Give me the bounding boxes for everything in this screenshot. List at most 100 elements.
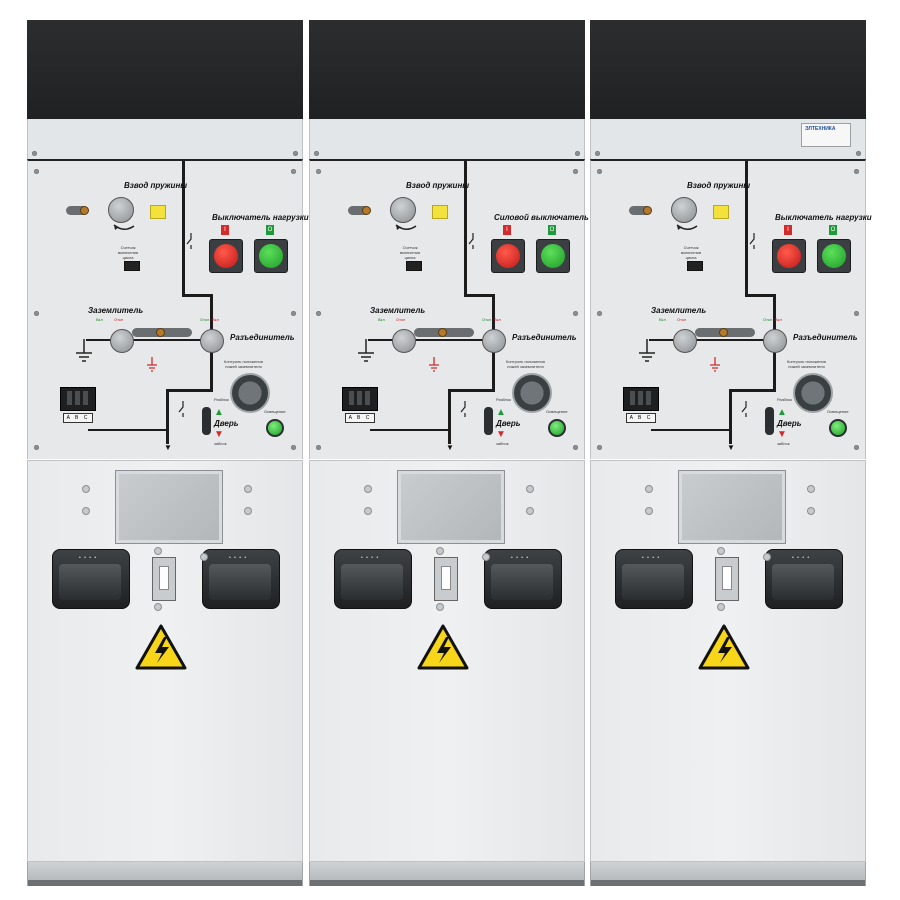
terminal-block — [342, 387, 378, 411]
spring-indicator — [432, 205, 448, 219]
left-door-handle[interactable]: • • • • — [615, 549, 693, 609]
door-unlock-label: Разблок — [214, 397, 229, 402]
inspection-window — [679, 471, 785, 543]
spring-charge-knob[interactable] — [108, 197, 134, 223]
nameplate: ЭЛТЕХНИКА — [801, 123, 851, 147]
door-lock-label: заблок — [496, 441, 509, 446]
light-button[interactable] — [266, 419, 284, 437]
spring-label: Взвод пружины — [406, 181, 470, 190]
high-voltage-warning-icon — [135, 624, 187, 670]
ground-symbol-icon — [76, 339, 92, 362]
terminal-block — [623, 387, 659, 411]
high-voltage-warning-icon — [417, 624, 469, 670]
on-tag: I — [503, 225, 511, 235]
left-door-handle[interactable]: • • • • — [52, 549, 130, 609]
knife-position-knob[interactable] — [793, 373, 833, 413]
upper-panel — [309, 119, 585, 159]
breaker-symbol-icon — [460, 401, 466, 417]
open-button[interactable] — [254, 239, 288, 273]
earth-switch-knob[interactable] — [673, 329, 697, 353]
upper-panel — [27, 119, 303, 159]
switch-label: Выключатель нагрузки — [212, 213, 309, 222]
right-door-handle[interactable]: • • • • — [484, 549, 562, 609]
disconnector-label: Разъединитель — [230, 333, 295, 342]
down-arrow-icon: ▼ — [496, 429, 506, 440]
light-button[interactable] — [829, 419, 847, 437]
earth-label: Заземлитель — [88, 306, 144, 315]
off-tag: O — [829, 225, 837, 235]
open-button[interactable] — [536, 239, 570, 273]
earth-switch-knob[interactable] — [392, 329, 416, 353]
terminal-block — [60, 387, 96, 411]
earth-indicator-icon — [147, 357, 157, 372]
earth-indicator-icon — [429, 357, 439, 372]
light-label: Освещение — [827, 409, 849, 414]
door-indicator — [765, 407, 774, 435]
disconnector-knob[interactable] — [200, 329, 224, 353]
cycle-counter — [406, 261, 422, 271]
top-cover — [590, 20, 866, 120]
right-door-handle[interactable]: • • • • — [202, 549, 280, 609]
earth-indicator-icon — [710, 357, 720, 372]
cable-compartment-door: • • • • • • • • — [590, 460, 866, 862]
earth-switch-knob[interactable] — [110, 329, 134, 353]
spring-charge-knob[interactable] — [671, 197, 697, 223]
switch-symbol-icon — [468, 233, 474, 249]
base-frame — [309, 862, 585, 886]
door-lock-label: заблок — [214, 441, 227, 446]
right-door-handle[interactable]: • • • • — [765, 549, 843, 609]
spring-charge-knob[interactable] — [390, 197, 416, 223]
door-label: Дверь — [214, 419, 239, 428]
up-arrow-icon: ▲ — [496, 407, 506, 418]
close-button[interactable] — [491, 239, 525, 273]
phase-label: A B C — [345, 413, 375, 423]
open-button[interactable] — [817, 239, 851, 273]
disconnector-knob[interactable] — [763, 329, 787, 353]
spring-indicator — [150, 205, 166, 219]
close-button[interactable] — [209, 239, 243, 273]
phase-label: A B C — [626, 413, 656, 423]
cable-compartment-door: • • • • • • • • — [27, 460, 303, 862]
switch-label: Силовой выключатель — [494, 213, 589, 222]
off-tag: O — [266, 225, 274, 235]
light-label: Освещение — [264, 409, 286, 414]
top-cover — [27, 20, 303, 120]
close-button[interactable] — [772, 239, 806, 273]
door-latch[interactable] — [434, 557, 458, 601]
breaker-symbol-icon — [178, 401, 184, 417]
cycle-counter — [687, 261, 703, 271]
door-indicator — [484, 407, 493, 435]
knife-position-knob[interactable] — [230, 373, 270, 413]
rotate-arrow-icon — [395, 224, 417, 230]
down-arrow-icon: ▼ — [214, 429, 224, 440]
door-unlock-label: Разблок — [496, 397, 511, 402]
switch-symbol-icon — [186, 233, 192, 249]
door-unlock-label: Разблок — [777, 397, 792, 402]
left-door-handle[interactable]: • • • • — [334, 549, 412, 609]
light-label: Освещение — [546, 409, 568, 414]
spring-handle-slot[interactable] — [348, 206, 370, 215]
base-frame — [27, 862, 303, 886]
door-latch[interactable] — [715, 557, 739, 601]
spring-handle-slot[interactable] — [66, 206, 88, 215]
down-arrow-icon: ▼ — [777, 429, 787, 440]
spring-handle-slot[interactable] — [629, 206, 651, 215]
disconnector-knob[interactable] — [482, 329, 506, 353]
door-indicator — [202, 407, 211, 435]
light-button[interactable] — [548, 419, 566, 437]
inspection-window — [398, 471, 504, 543]
top-cover — [309, 20, 585, 120]
cycle-counter — [124, 261, 140, 271]
knife-position-knob[interactable] — [512, 373, 552, 413]
high-voltage-warning-icon — [698, 624, 750, 670]
door-latch[interactable] — [152, 557, 176, 601]
ground-symbol-icon — [639, 339, 655, 362]
